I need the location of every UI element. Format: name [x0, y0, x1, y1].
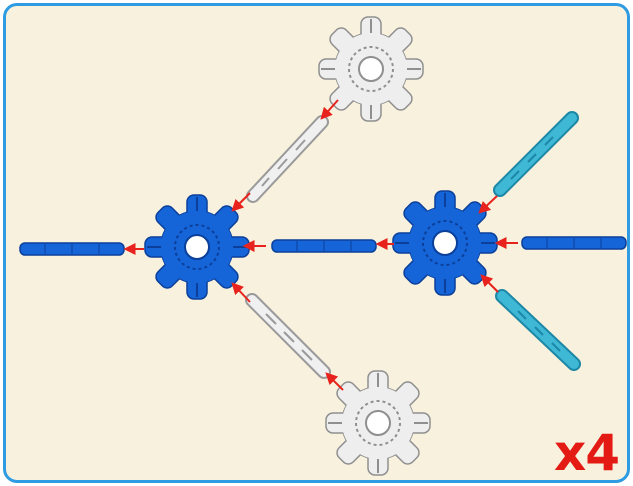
blue-rod-middle	[271, 239, 377, 253]
quantity-multiplier: x4	[553, 424, 620, 482]
arrow-rod-to-left-connector-bottom	[231, 282, 251, 303]
blue-rod-left	[19, 242, 125, 256]
white-connector-bottom	[325, 370, 431, 476]
blue-connector-left	[144, 194, 250, 300]
arrow-cyan-upper-to-right-connector	[478, 195, 498, 214]
cyan-rod-lower	[495, 289, 581, 371]
arrow-white-top-to-rod	[320, 99, 339, 120]
assembly-arrows	[123, 99, 518, 391]
blue-rod-right	[521, 236, 627, 250]
white-connector-top	[318, 16, 424, 122]
white-rod-upper	[246, 115, 329, 203]
blue-connector-right	[392, 190, 498, 296]
arrow-white-bottom-to-rod	[325, 372, 344, 391]
white-rod-lower	[245, 293, 331, 379]
arrow-rod-to-left-connector-top	[231, 192, 251, 212]
arrow-cyan-lower-to-right-connector	[480, 274, 499, 293]
cyan-rod-upper	[493, 111, 579, 197]
